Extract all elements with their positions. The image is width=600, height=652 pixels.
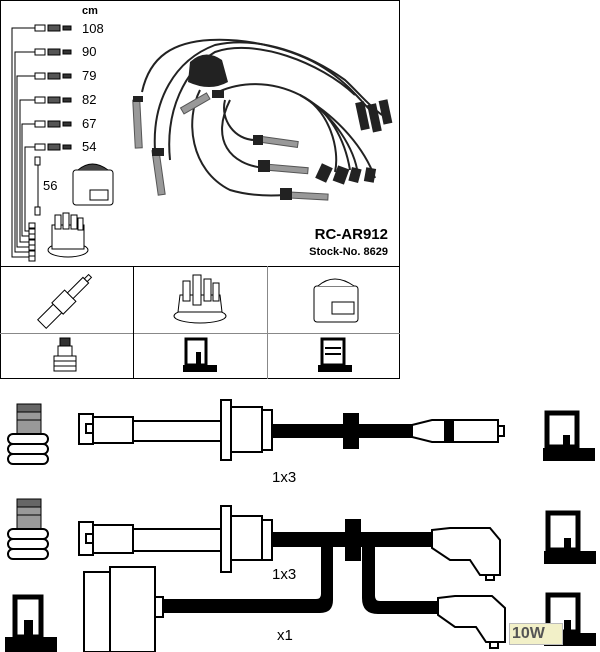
length-legend-connectors [28, 24, 72, 262]
cap-terminal-icon [544, 510, 596, 564]
length-label: 108 [82, 21, 104, 36]
product-code: RC-AR912 [314, 226, 388, 243]
length-label: 82 [82, 92, 97, 107]
plug-boot-connector-icon [7, 498, 49, 560]
coil-lead-length-label: 56 [43, 178, 58, 193]
distributor-cap-icon [173, 274, 227, 324]
quantity-label: 1x3 [272, 566, 297, 583]
length-label: 67 [82, 116, 97, 131]
coil-terminal-icon [318, 337, 352, 372]
top-divider [0, 266, 400, 267]
table-row-divider [0, 333, 400, 334]
watermark-logo: 10W [509, 623, 563, 645]
cap-terminal-icon [543, 410, 595, 461]
length-label: 90 [82, 44, 97, 59]
table-col-divider-1 [133, 266, 134, 379]
length-label: 54 [82, 139, 97, 154]
quantity-label: x1 [277, 627, 293, 644]
angled-lead-drawing [78, 505, 501, 581]
stock-number: Stock-No. 8629 [309, 246, 388, 258]
coil-lead-drawing [83, 544, 506, 652]
table-col-divider-2 [267, 266, 268, 379]
quantity-label: 1x3 [272, 469, 297, 486]
plug-boot-connector-icon [7, 403, 49, 465]
coil-terminal-icon [5, 594, 57, 652]
ignition-coil-small-icon [72, 163, 114, 206]
spark-plug-icon [37, 273, 93, 329]
cable-set-photo-parts [132, 54, 393, 201]
unit-label: cm [82, 5, 98, 17]
straight-lead-drawing [78, 399, 505, 461]
ignition-coil-icon [313, 278, 359, 323]
distributor-cap-small-icon [47, 212, 89, 258]
length-label: 79 [82, 68, 97, 83]
top-panel-frame [0, 0, 400, 379]
plug-boot-connector-icon [53, 337, 77, 372]
cap-terminal-icon [183, 337, 217, 372]
cap-terminal-icon [544, 592, 596, 646]
length-legend-wires [11, 27, 39, 258]
cable-set-photo [141, 38, 383, 197]
